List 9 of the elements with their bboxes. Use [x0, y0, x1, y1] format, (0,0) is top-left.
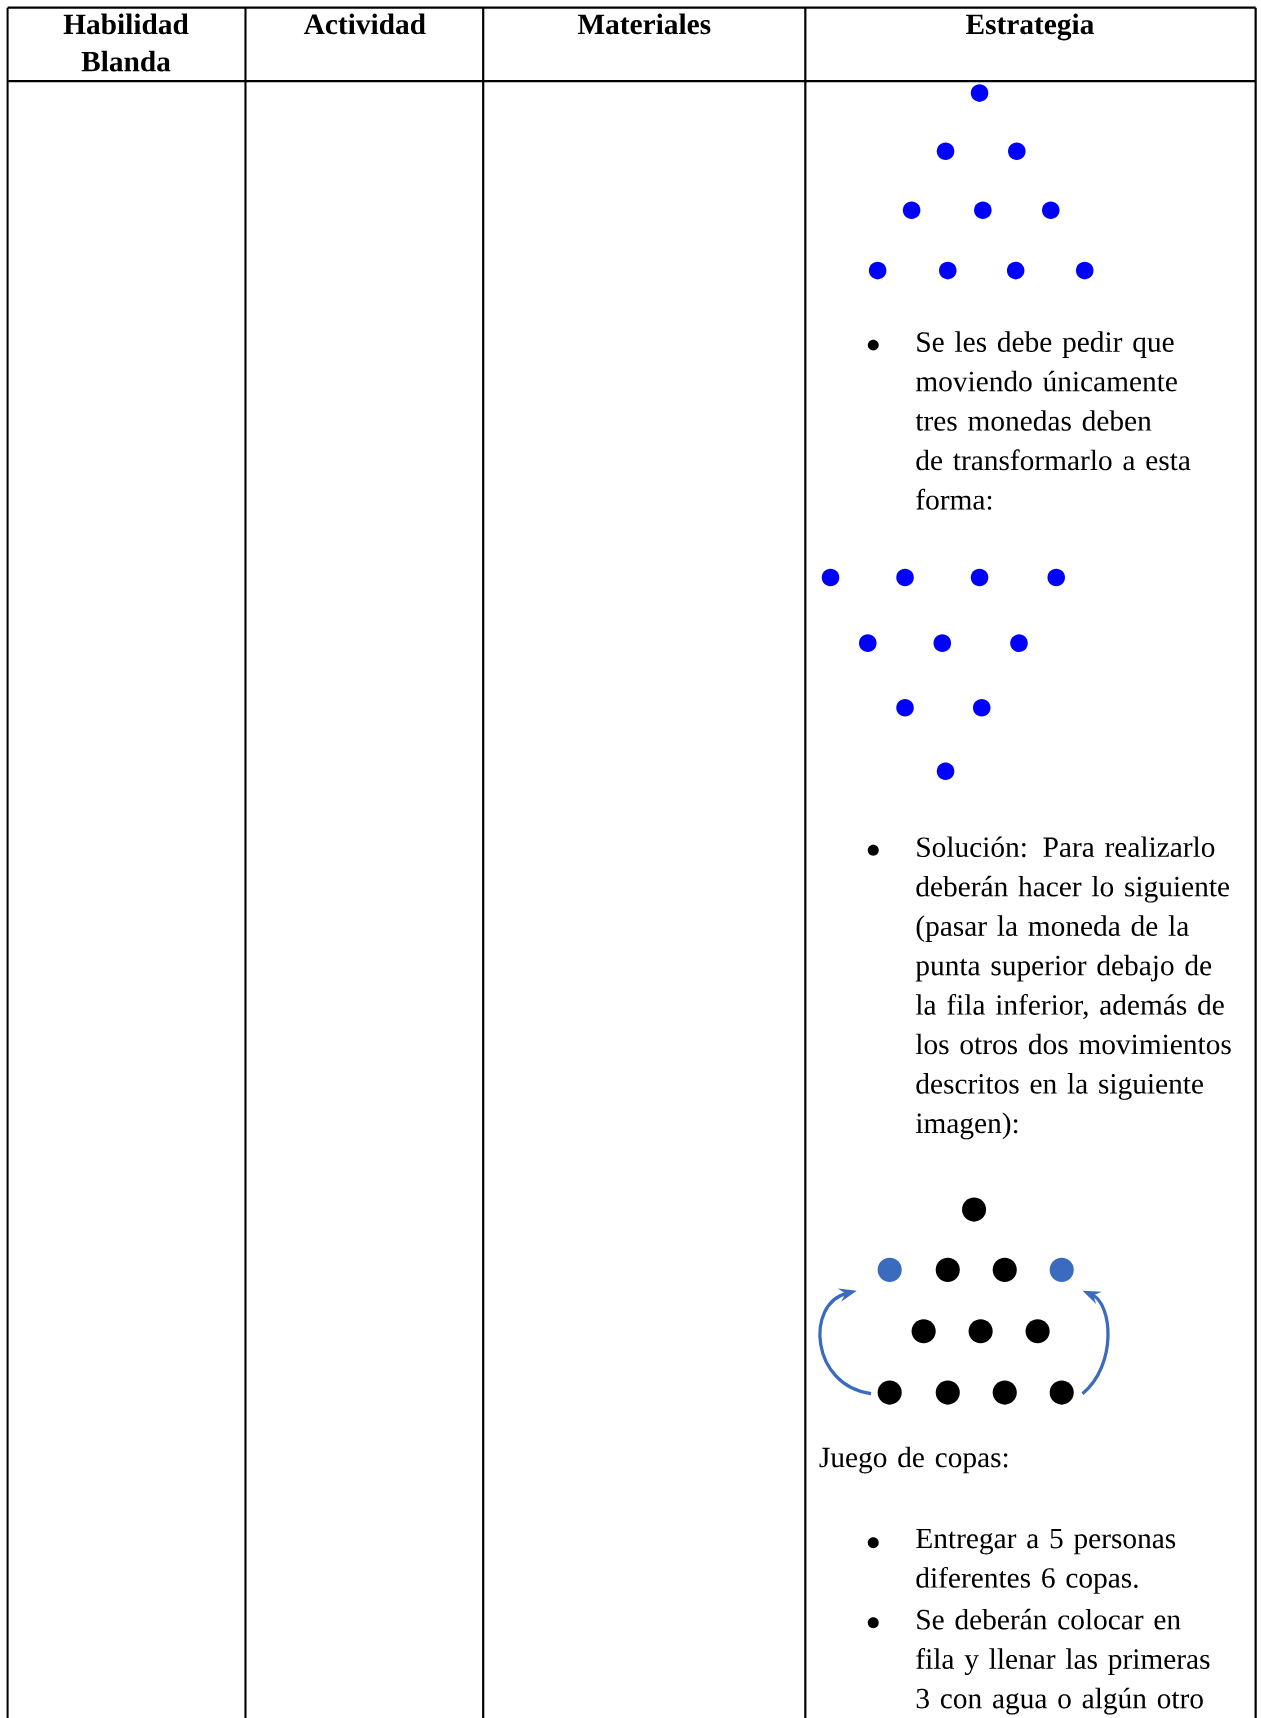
- bullet-item: Entregar a 5 personas diferentes 6 copas.: [867, 1528, 1176, 1594]
- bullet-item: Se les debe pedir que moviendo únicamente tres monedas deben de transformarlo a esta forma:: [867, 331, 1191, 510]
- bullet-item: Solución: Para realizarlo deberán hacer lo siguiente (pasar la moneda de la punta superior debajo de la fila inferior, además de los otros dos movimientos descritos en la siguiente imagen):: [867, 836, 1231, 1140]
- header-cell: Materiales: [577, 13, 711, 35]
- header-cell: Habilidad Blanda: [63, 13, 189, 72]
- header-cell: Actividad: [303, 13, 426, 35]
- bullet-item: Se deberán colocar en fila y llenar las primeras 3 con agua o algún otro: [867, 1608, 1210, 1715]
- header-cell: Estrategia: [966, 13, 1094, 41]
- note-text: Juego de copas:: [819, 1446, 1008, 1474]
